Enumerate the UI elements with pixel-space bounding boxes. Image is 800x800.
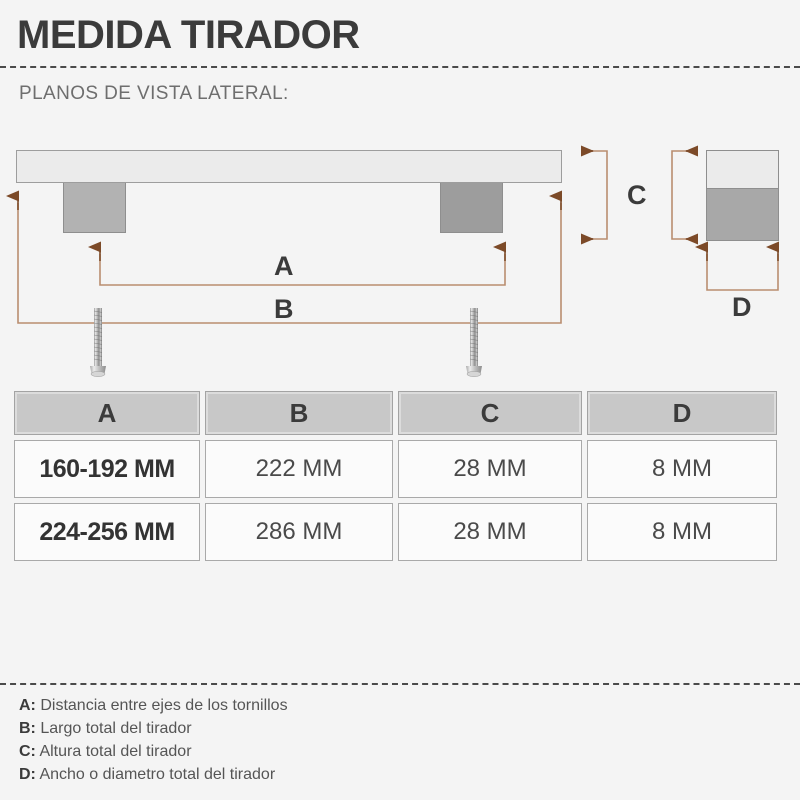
dimension-lines xyxy=(6,145,779,324)
dimension-path-d xyxy=(706,254,779,291)
table-column-a: A 160-192 MM 224-256 MM xyxy=(14,391,200,561)
screw-right xyxy=(466,308,482,377)
table-cell-a-row2: 224-256 MM xyxy=(14,503,200,561)
table-header-b: B xyxy=(205,391,393,435)
table-cell-c-row1: 28 MM xyxy=(398,440,582,498)
legend-item-a: A: Distancia entre ejes de los tornillos xyxy=(19,694,619,717)
table-header-c: C xyxy=(398,391,582,435)
divider-top xyxy=(0,66,800,68)
front-view-block xyxy=(706,150,779,241)
legend-item-b: B: Largo total del tirador xyxy=(19,717,619,740)
legend-item-c: C: Altura total del tirador xyxy=(19,740,619,763)
table-cell-b-row1: 222 MM xyxy=(205,440,393,498)
measurements-table: A 160-192 MM 224-256 MM B 222 MM 286 MM … xyxy=(14,391,786,561)
handle-bar xyxy=(16,150,562,183)
dimension-path-a xyxy=(99,254,506,286)
table-header-a: A xyxy=(14,391,200,435)
page-subtitle: PLANOS DE VISTA LATERAL: xyxy=(19,83,289,104)
table-cell-d-row1: 8 MM xyxy=(587,440,777,498)
dimension-path-c xyxy=(586,150,608,240)
table-cell-c-row2: 28 MM xyxy=(398,503,582,561)
legend-text-c: Altura total del tirador xyxy=(39,743,192,760)
dimension-label-d: D xyxy=(732,292,752,322)
dimension-label-a: A xyxy=(274,251,294,281)
legend-text-d: Ancho o diametro total del tirador xyxy=(39,766,276,783)
table-column-c: C 28 MM 28 MM xyxy=(398,391,582,561)
mounting-post-right xyxy=(440,183,503,233)
legend-list: A: Distancia entre ejes de los tornillos… xyxy=(19,694,619,786)
table-cell-d-row2: 8 MM xyxy=(587,503,777,561)
legend-key-b: B: xyxy=(19,720,36,737)
legend-text-b: Largo total del tirador xyxy=(40,720,192,737)
legend-key-d: D: xyxy=(19,766,36,783)
page-title: MEDIDA TIRADOR xyxy=(17,13,360,57)
dimension-path-c2 xyxy=(671,150,693,240)
dimension-path-b xyxy=(17,203,562,324)
legend-key-c: C: xyxy=(19,743,36,760)
screw-left xyxy=(90,308,106,377)
table-header-d: D xyxy=(587,391,777,435)
divider-bottom xyxy=(0,683,800,685)
mounting-post-left xyxy=(63,183,126,233)
legend-text-a: Distancia entre ejes de los tornillos xyxy=(40,697,288,714)
table-column-d: D 8 MM 8 MM xyxy=(587,391,777,561)
dimension-label-c: C xyxy=(627,180,647,210)
table-cell-a-row1: 160-192 MM xyxy=(14,440,200,498)
table-cell-b-row2: 286 MM xyxy=(205,503,393,561)
legend-item-d: D: Ancho o diametro total del tirador xyxy=(19,763,619,786)
dimension-label-b: B xyxy=(274,294,294,324)
front-view-block-lower xyxy=(707,188,778,240)
legend-key-a: A: xyxy=(19,697,36,714)
table-column-b: B 222 MM 286 MM xyxy=(205,391,393,561)
side-view-diagram: A B C D xyxy=(0,0,800,385)
